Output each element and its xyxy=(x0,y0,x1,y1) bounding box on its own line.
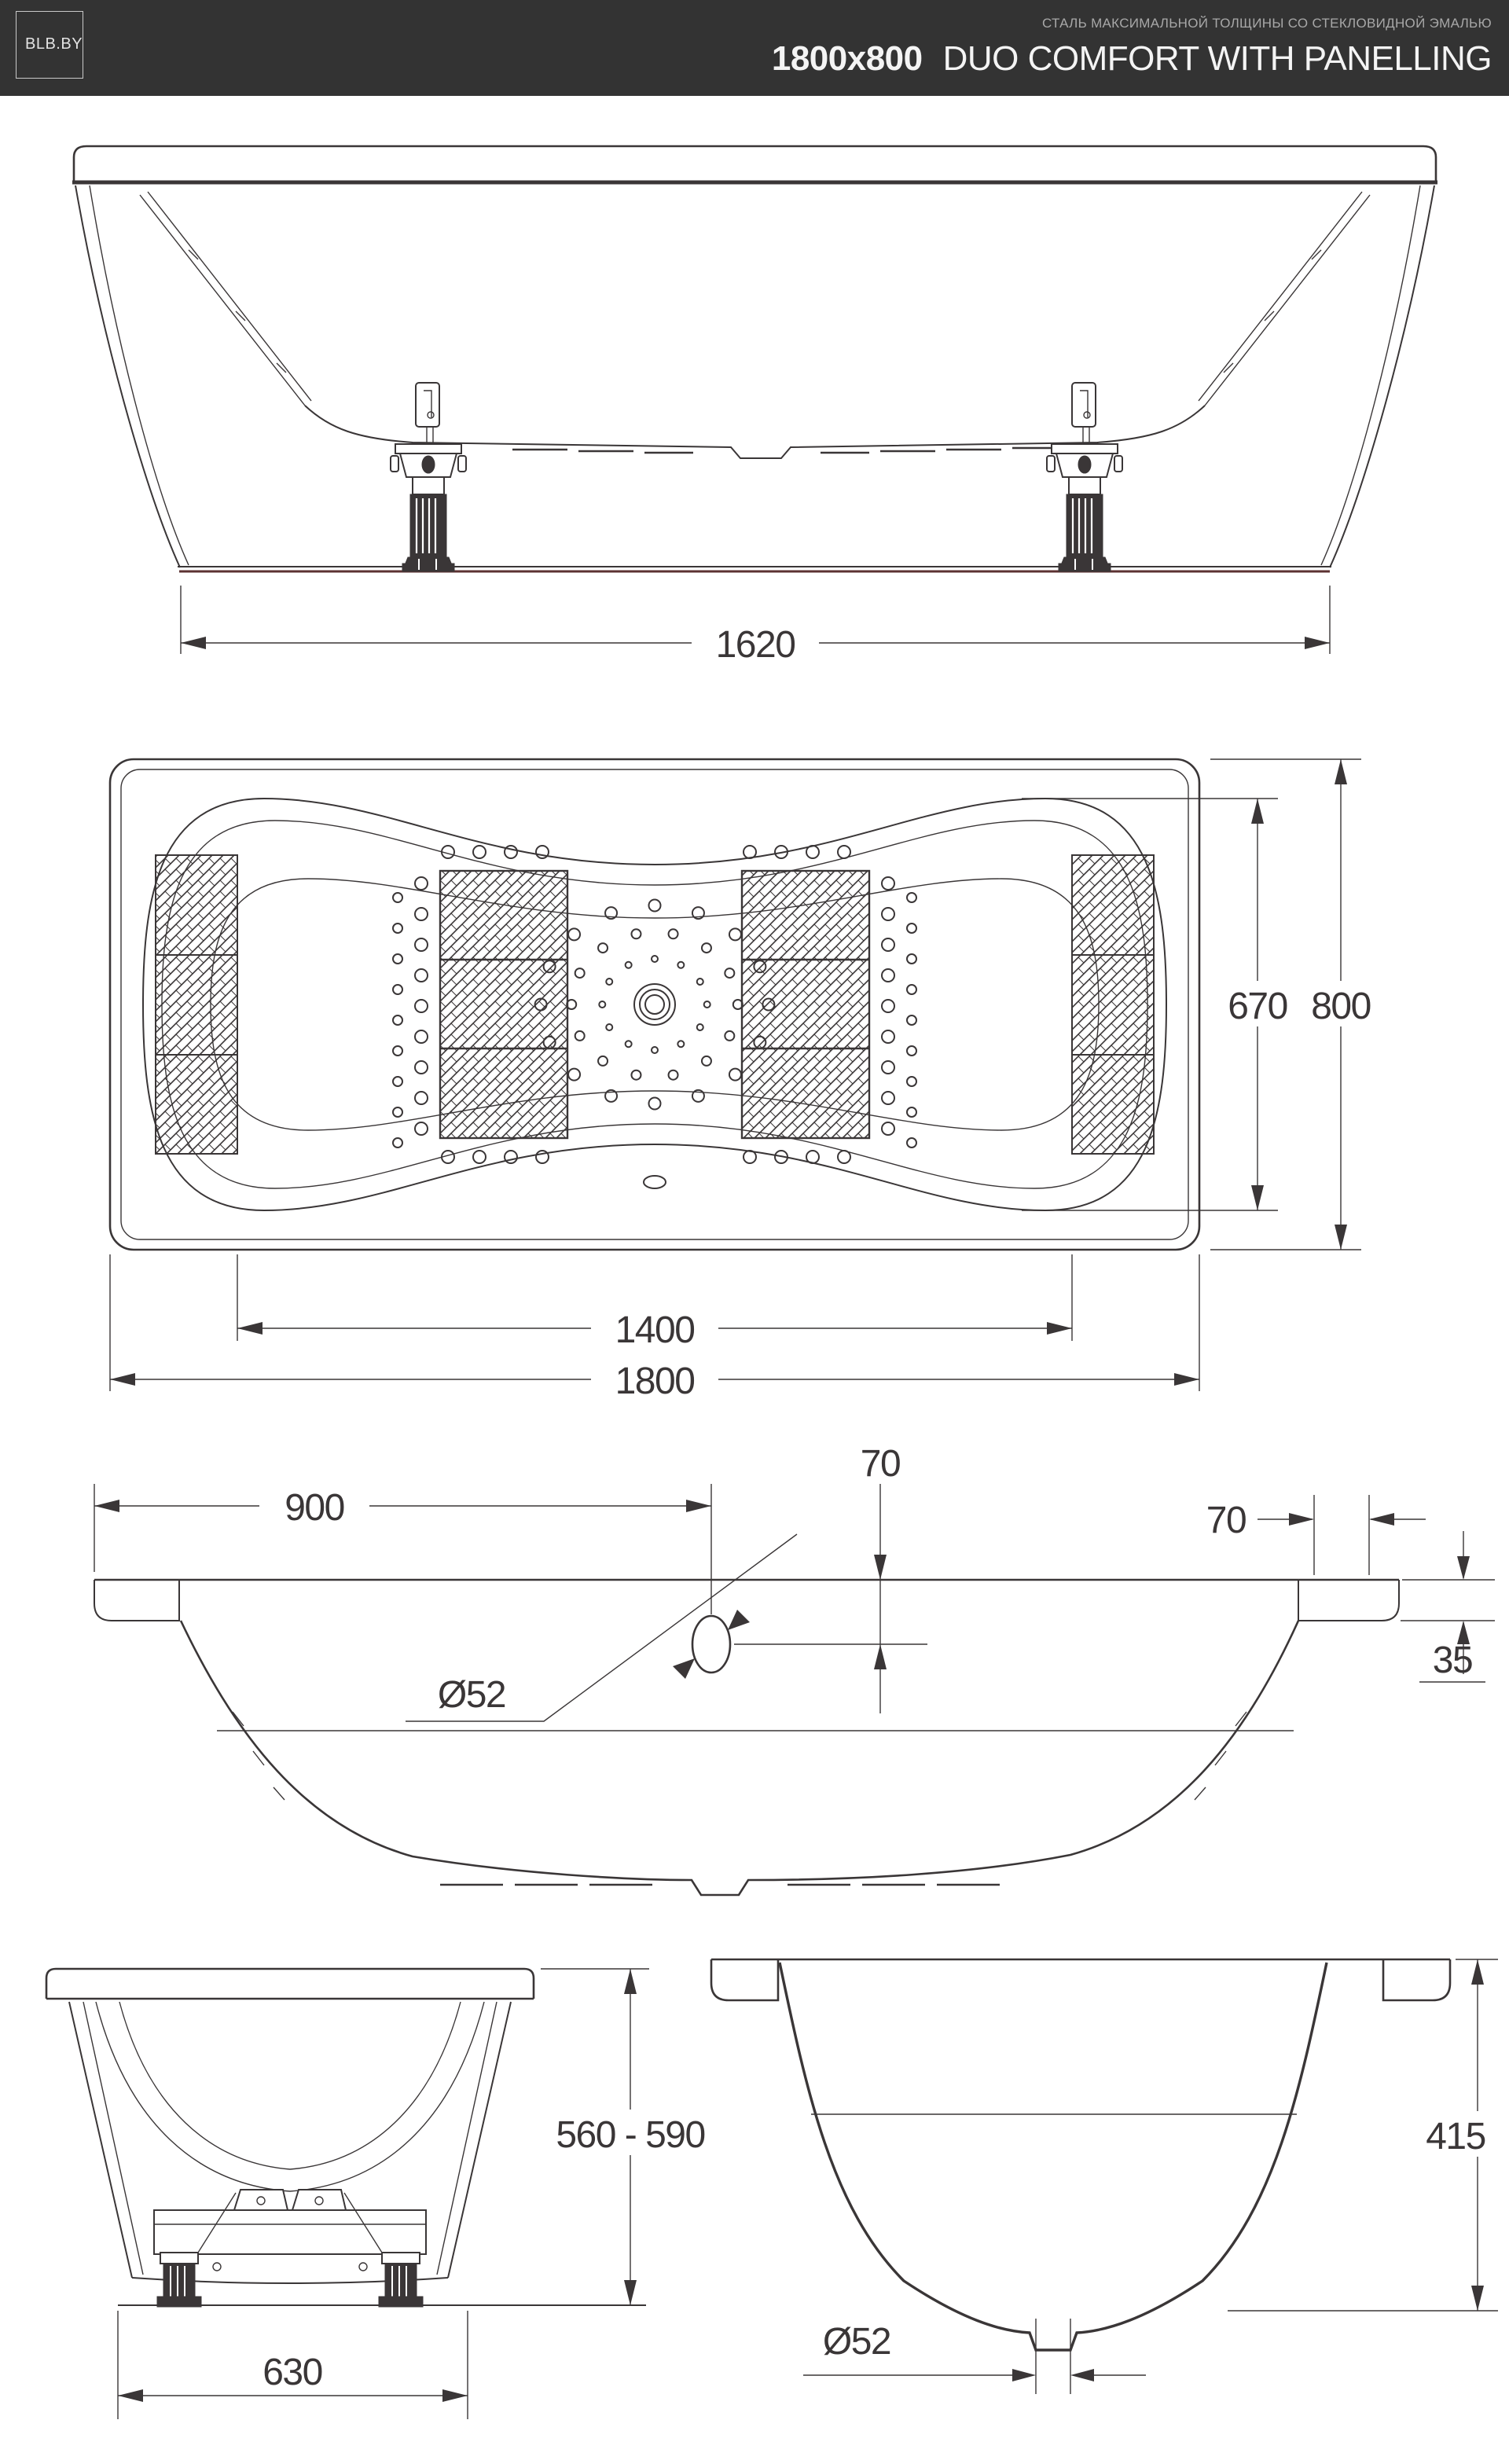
brand-logo: BLB.BY xyxy=(16,11,83,79)
dim-label-rim-overhang: 70 xyxy=(1206,1500,1246,1541)
dim-label-base-width: 1620 xyxy=(716,624,795,666)
header-bar: BLB.BY СТАЛЬ МАКСИМАЛЬНОЙ ТОЛЩИНЫ СО СТЕ… xyxy=(0,0,1509,96)
dim-d52-drain: Ø52 xyxy=(803,2319,1146,2394)
antislip-pad-right xyxy=(740,869,871,1140)
dim-label-overall-length: 1800 xyxy=(615,1361,695,1402)
dim-70-overflow: 70 xyxy=(734,1443,927,1713)
drain-plan xyxy=(633,983,676,1026)
header-title-row: 1800x800 DUO COMFORT WITH PANELLING xyxy=(772,39,1492,79)
dim-label-overall-width: 800 xyxy=(1311,986,1371,1027)
dim-label-overflow-distance: 900 xyxy=(285,1487,344,1529)
antislip-band-right xyxy=(1071,854,1155,1155)
model-name: DUO COMFORT WITH PANELLING xyxy=(942,39,1492,78)
dim-d52-overflow: Ø52 xyxy=(406,1533,798,1722)
dim-70-overhang: 70 xyxy=(1206,1495,1426,1575)
dim-label-install-height: 560 - 590 xyxy=(556,2114,704,2156)
brand-logo-text: BLB.BY xyxy=(25,35,83,53)
dim-35: 35 xyxy=(1401,1531,1495,1683)
dim-label-overflow-diameter: Ø52 xyxy=(438,1674,505,1716)
antislip-pad-left xyxy=(439,869,569,1140)
dim-label-end-base-width: 630 xyxy=(263,2352,322,2393)
front-elevation-view: 1620 xyxy=(72,145,1437,666)
dim-label-depth: 415 xyxy=(1426,2116,1485,2157)
overflow-hole-plan xyxy=(643,1175,666,1189)
dim-670: 670 xyxy=(1022,798,1295,1211)
dim-1620: 1620 xyxy=(180,586,1331,666)
dim-label-drain-diameter: Ø52 xyxy=(823,2321,890,2363)
dim-label-overflow-drop: 70 xyxy=(861,1443,900,1485)
model-size: 1800x800 xyxy=(771,39,923,78)
dim-800: 800 xyxy=(1210,758,1379,1250)
end-elevation-view: 560 - 590 630 xyxy=(45,1967,725,2419)
dim-1800: 1800 xyxy=(109,1254,1200,1402)
dim-630: 630 xyxy=(117,2311,468,2419)
dim-label-apron-lip: 35 xyxy=(1433,1640,1472,1681)
dim-label-inner-length: 1400 xyxy=(615,1309,695,1351)
antislip-dots xyxy=(392,845,917,1164)
long-section-view: 900 70 Ø52 70 xyxy=(94,1443,1495,1897)
end-section-view: 415 Ø52 xyxy=(710,1958,1504,2394)
plan-view: 670 800 1400 xyxy=(108,758,1379,1402)
dim-560-590: 560 - 590 xyxy=(536,1968,725,2305)
overflow-hole-section xyxy=(691,1614,732,1674)
header-subtitle: СТАЛЬ МАКСИМАЛЬНОЙ ТОЛЩИНЫ СО СТЕКЛОВИДН… xyxy=(1042,16,1492,31)
dim-900: 900 xyxy=(94,1482,712,1614)
antislip-band-left xyxy=(155,854,238,1155)
dim-label-inner-width: 670 xyxy=(1228,986,1287,1027)
dim-1400: 1400 xyxy=(237,1254,1073,1351)
dim-415: 415 xyxy=(1228,1959,1504,2312)
header-titles: СТАЛЬ МАКСИМАЛЬНОЙ ТОЛЩИНЫ СО СТЕКЛОВИДН… xyxy=(772,0,1492,96)
